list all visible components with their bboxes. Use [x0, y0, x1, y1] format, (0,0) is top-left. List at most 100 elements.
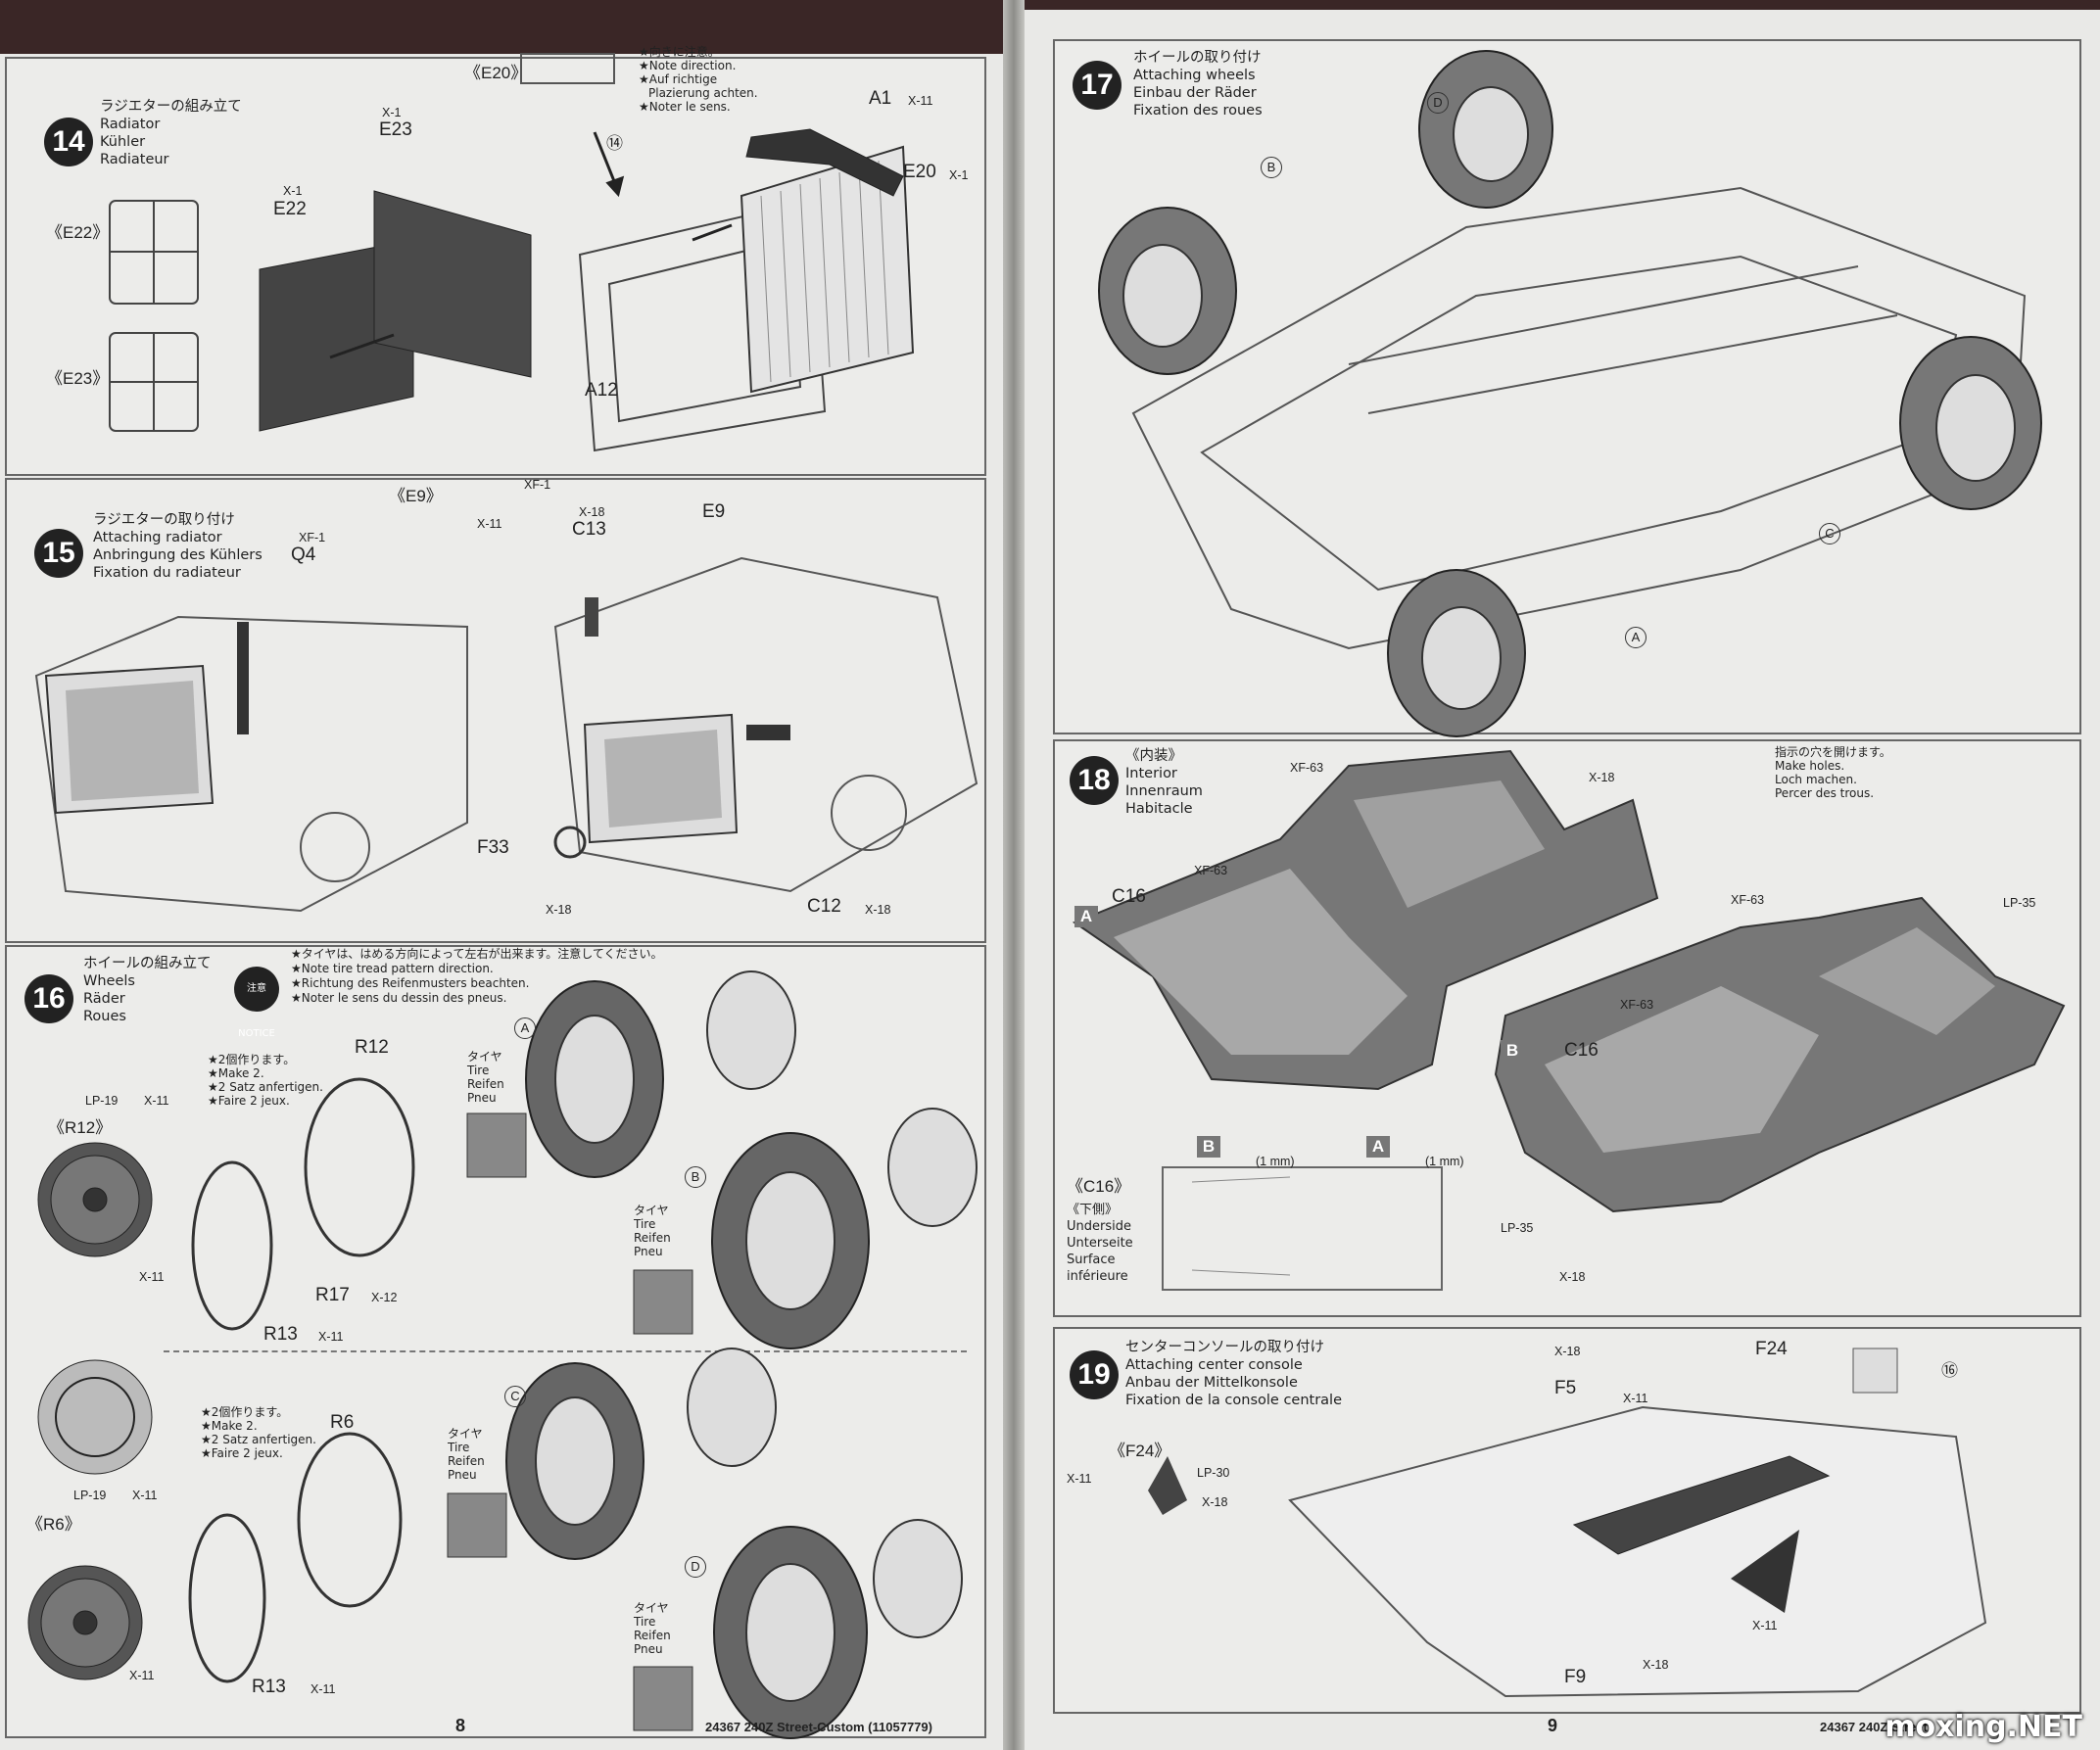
- page-number: 8: [455, 1716, 466, 1735]
- part-c13: C13: [572, 519, 606, 540]
- step-number: 16: [24, 974, 73, 1023]
- drill-note: 指示の穴を開けます。 Make holes. Loch machen. Perc…: [1775, 745, 1891, 800]
- e23-ref-label: 《E23》: [46, 369, 110, 388]
- paint-x18: X-18: [1589, 771, 1615, 784]
- paint-x11: X-11: [139, 1270, 165, 1284]
- step-15-panel: 15 ラジエターの取り付け Attaching radiator Anbring…: [5, 478, 986, 943]
- step-title: ホイールの取り付け Attaching wheels Einbau der Rä…: [1133, 50, 1263, 118]
- paint-lp19: LP-19: [85, 1094, 119, 1108]
- footer-code: 24367 240Z Street: [1820, 1720, 1928, 1734]
- step-18-panel: 18 《内装》 Interior Innenraum Habitacle 指示の…: [1053, 739, 2081, 1317]
- drill-size: (1 mm): [1256, 1155, 1295, 1168]
- section-divider: [164, 1350, 967, 1352]
- wheel-c-ref: C: [1819, 523, 1840, 544]
- part-e20: E20: [903, 162, 936, 182]
- part-a1: A1: [869, 88, 892, 109]
- e22-ref-label: 《E22》: [46, 223, 110, 242]
- wheel-a-ref: A: [1625, 627, 1647, 648]
- step-19-panel: 19 センターコンソールの取り付け Attaching center conso…: [1053, 1327, 2081, 1714]
- underside-label: 《下側》 Underside Unterseite Surface inféri…: [1067, 1203, 1133, 1284]
- paint-x11: X-11: [129, 1669, 155, 1682]
- part-f33: F33: [477, 837, 509, 858]
- part-f9: F9: [1564, 1667, 1587, 1687]
- make-two-note: ★2個作ります。 ★Make 2. ★2 Satz anfertigen. ★F…: [208, 1053, 323, 1108]
- part-c16: C16: [1564, 1040, 1599, 1061]
- paint-lp30: LP-30: [1197, 1466, 1230, 1480]
- paint-x11: X-11: [1623, 1392, 1648, 1405]
- paint-xf63: XF-63: [1620, 998, 1654, 1012]
- paint-x11: X-11: [1752, 1619, 1778, 1632]
- paint-x11: X-11: [132, 1489, 158, 1502]
- r12-wheel: [27, 1142, 153, 1680]
- paint-x18: X-18: [865, 903, 891, 917]
- paint-xf63: XF-63: [1290, 761, 1324, 775]
- paint-x18: X-18: [1554, 1345, 1581, 1358]
- console-diagram: [1148, 1348, 1987, 1698]
- part-r13: R13: [252, 1677, 286, 1697]
- variant-a: A: [514, 1017, 536, 1039]
- wheel-d-ref: D: [1427, 92, 1449, 114]
- chassis-wheels-diagram: [1098, 50, 2042, 737]
- paint-x11: X-11: [318, 1330, 344, 1344]
- paint-x18: X-18: [1559, 1270, 1586, 1284]
- paint-x12: X-12: [371, 1291, 398, 1304]
- page-gutter: [1003, 0, 1025, 1750]
- paint-lp35: LP-35: [2003, 896, 2036, 910]
- paint-x11: X-11: [477, 517, 502, 531]
- variant-a-marker: A: [1074, 906, 1098, 927]
- part-r17: R17: [315, 1285, 350, 1305]
- part-e9: E9: [702, 501, 726, 522]
- part-r12: R12: [355, 1037, 389, 1058]
- footer-code: 24367 240Z Street-Custom (11057779): [705, 1720, 932, 1734]
- part-e23: E23: [379, 119, 412, 140]
- paint-lp19: LP-19: [73, 1489, 107, 1502]
- paint-xf63: XF-63: [1731, 893, 1765, 907]
- r6-ref-label: 《R6》: [26, 1515, 81, 1534]
- engine-bay-diagram: [34, 556, 978, 913]
- notice-badge: 注意 NOTICE: [234, 967, 279, 1039]
- tread-notice: ★タイヤは、はめる方向によって左右が出来ます。注意してください。 ★Note t…: [291, 947, 663, 1005]
- step-title: ラジエターの取り付け Attaching radiator Anbringung…: [93, 512, 262, 581]
- page-number: 9: [1548, 1716, 1558, 1735]
- interior-tub-diagram: [1072, 749, 2066, 1291]
- paint-xf1: XF-1: [524, 478, 551, 492]
- paint-x1: X-1: [382, 106, 402, 119]
- wheel-b-ref: B: [1261, 157, 1282, 178]
- part-c16: C16: [1112, 886, 1146, 907]
- c16-ref-label: 《C16》: [1067, 1177, 1131, 1196]
- part-c12: C12: [807, 896, 841, 917]
- e20-ref-label: 《E20》: [464, 64, 528, 82]
- f24-ref-label: 《F24》: [1109, 1442, 1171, 1460]
- radiator-diagram: [109, 53, 915, 452]
- paint-x18: X-18: [579, 505, 605, 519]
- paint-x11: X-11: [1067, 1472, 1092, 1486]
- paint-xf63: XF-63: [1194, 864, 1228, 877]
- paint-x18: X-18: [1643, 1658, 1669, 1672]
- make-two-note: ★2個作ります。 ★Make 2. ★2 Satz anfertigen. ★F…: [201, 1405, 316, 1460]
- direction-note: ★向きに注意。 ★Note direction. ★Auf richtige P…: [639, 45, 758, 114]
- paint-lp35: LP-35: [1501, 1221, 1534, 1235]
- part-e22: E22: [273, 199, 307, 219]
- part-r6: R6: [330, 1412, 355, 1433]
- paint-x18: X-18: [546, 903, 572, 917]
- paint-x1: X-1: [949, 168, 969, 182]
- step-number: 19: [1070, 1350, 1119, 1399]
- step-title: センターコンソールの取り付け Attaching center console …: [1125, 1340, 1343, 1408]
- step-title: ラジエターの組み立て Radiator Kühler Radiateur: [100, 99, 242, 167]
- part-q4: Q4: [291, 544, 316, 565]
- paint-x11: X-11: [908, 94, 933, 108]
- part-r13: R13: [263, 1324, 298, 1345]
- step-17-panel: 17 ホイールの取り付け Attaching wheels Einbau der…: [1053, 39, 2081, 737]
- watermark: moxing.NET: [1885, 1710, 2082, 1744]
- paint-x11: X-11: [310, 1682, 336, 1696]
- step-title: 《内装》 Interior Innenraum Habitacle: [1125, 748, 1203, 817]
- step-number: 18: [1070, 756, 1119, 805]
- step-number: 15: [34, 529, 83, 578]
- paint-xf1: XF-1: [299, 531, 326, 544]
- variant-d: D: [685, 1556, 706, 1578]
